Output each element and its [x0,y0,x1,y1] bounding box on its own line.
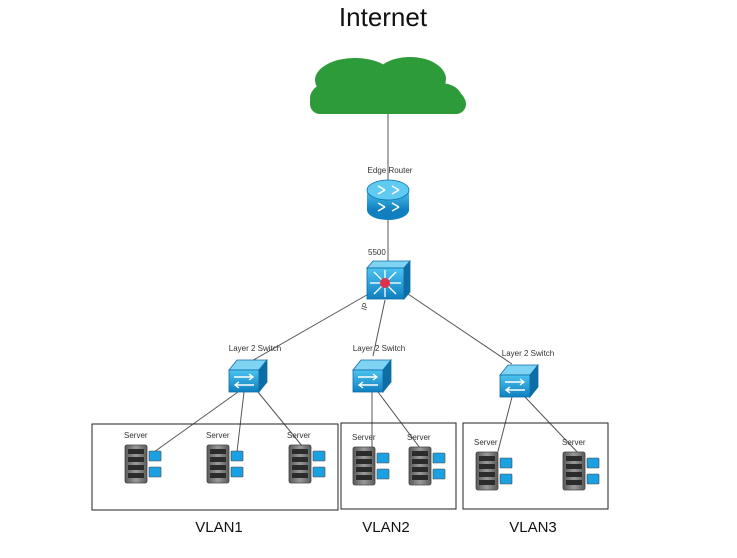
server3-icon [288,444,326,484]
server1-icon [124,444,162,484]
switch3-icon [499,364,539,398]
core-switch-port-label: IP [359,301,370,311]
server6-label: Server [474,438,498,447]
vlan2-label: VLAN2 [362,519,410,536]
link-core-switch2 [372,299,386,357]
vlan3-label: VLAN3 [509,519,557,536]
link-core-switch1 [249,291,373,363]
switch2-label: Layer 2 Switch [353,344,405,353]
server2-label: Server [206,431,230,440]
internet-cloud-icon [310,57,466,114]
link-sw3-server6 [496,396,513,456]
server4-label: Server [352,433,376,442]
switch2-icon [352,359,392,393]
server4-icon [352,446,390,486]
core-switch-icon [366,259,411,301]
server2-icon [206,444,244,484]
core-switch-label: 5500 [368,248,386,257]
server5-icon [408,446,446,486]
server5-label: Server [407,433,431,442]
server7-icon [562,451,600,491]
switch3-label: Layer 2 Switch [502,349,554,358]
vlan1-label: VLAN1 [195,519,243,536]
server7-label: Server [562,438,586,447]
switch1-icon [228,359,268,393]
vlan2-box [340,422,457,510]
server3-label: Server [287,431,311,440]
switch1-label: Layer 2 Switch [229,344,281,353]
vlan3-box [462,422,609,510]
server6-icon [475,451,513,491]
link-sw3-server7 [524,396,581,456]
link-sw1-server2 [236,391,245,453]
edge-router-label: Edge Router [368,166,413,175]
link-core-switch3 [401,289,513,365]
vlan1-box [91,423,339,511]
link-sw1-server1 [153,391,239,453]
diagram-title: Internet [339,2,428,32]
link-sw1-server3 [257,391,308,453]
edge-router-icon [366,179,410,220]
server1-label: Server [124,431,148,440]
link-sw2-server5 [377,391,421,449]
